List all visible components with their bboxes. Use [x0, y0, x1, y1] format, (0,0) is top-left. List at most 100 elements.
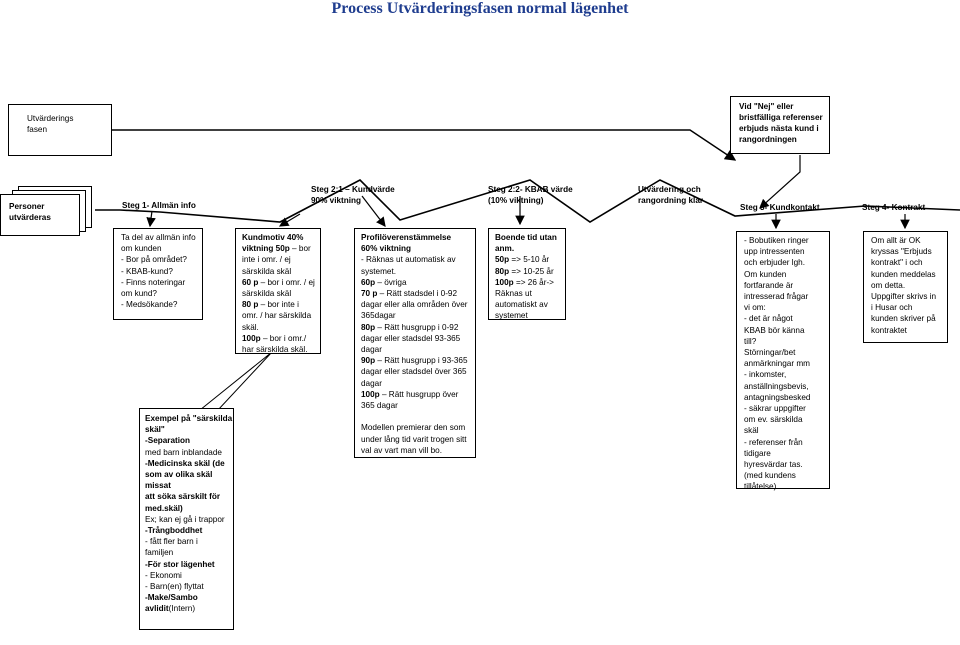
profil-line: 80p – Rätt husgrupp i 0-92: [361, 322, 468, 333]
profil-line: 60p – övriga: [361, 277, 468, 288]
profil-line: dagar: [361, 378, 468, 389]
callout-pointer: [198, 351, 273, 411]
kundmotiv-line-suffix: – bor: [289, 244, 311, 254]
kundmotiv-line-suffix: – bor i omr./: [260, 333, 307, 343]
profil-line: 90p – Rätt husgrupp i 93-365: [361, 355, 468, 366]
persons-box: Personer utvärderas: [0, 194, 80, 236]
exempel-line-text: avlidit: [145, 604, 169, 614]
profil-line-text: Modellen premierar den som: [361, 423, 466, 433]
kundmotiv-line: har särskilda skäl.: [242, 344, 315, 355]
reference-box: Vid "Nej" eller bristfälliga referenser …: [730, 96, 830, 154]
boende-line-text: systemet: [495, 311, 528, 321]
exempel-line-text: - Ekonomi: [145, 570, 182, 580]
exempel-line-text: - fått fler barn i: [145, 537, 198, 547]
exempel-line: med barn inblandade: [145, 447, 233, 458]
evaluation-label: Utvärdering och rangordning klar: [638, 185, 704, 205]
boende-line-text: 50p: [495, 255, 510, 265]
exempel-line-text: -Separation: [145, 436, 191, 446]
profil-line-text: 365dagar: [361, 311, 396, 321]
profil-line-text: val av vart man vill bo.: [361, 445, 442, 455]
boende-line-text: 100p: [495, 277, 514, 287]
profil-line-text: 60p: [361, 277, 376, 287]
profil-line-text: - Räknas ut automatisk av: [361, 255, 456, 265]
kundkontakt-box: - Bobutiken ringer upp intressenten och …: [736, 231, 830, 491]
profil-line-text: dagar eller stadsdel över 365: [361, 367, 467, 377]
profil-line: Profilöverenstämmelse: [361, 232, 468, 243]
kontrakt-box: Om allt är OK kryssas "Erbjuds kontrakt"…: [863, 231, 948, 343]
exempel-line: - fått fler barn i: [145, 536, 233, 547]
exempel-line-text: med.skäl): [145, 503, 183, 513]
kundmotiv-line: 80 p – bor inte i: [242, 299, 315, 310]
kundmotiv-line: särskilda skäl: [242, 266, 315, 277]
boende-line: anm.: [495, 243, 557, 254]
kundmotiv-line-text: viktning 50p: [242, 244, 290, 254]
exempel-line-text: - Barn(en) flyttat: [145, 582, 204, 592]
kundmotiv-line-text: Kundmotiv 40%: [242, 233, 304, 242]
boende-line-suffix: => 5-10 år: [509, 255, 550, 265]
boende-line: 100p => 26 år->: [495, 277, 557, 288]
profil-line-text: [361, 412, 363, 421]
kundmotiv-line: 100p – bor i omr./: [242, 333, 315, 344]
exempel-line-text: -För stor lägenhet: [145, 559, 215, 569]
example-callout-box: Exempel på "särskilda skäl"-Separation me…: [139, 408, 234, 630]
profil-line: systemet.: [361, 266, 468, 277]
profil-line: 365dagar: [361, 310, 468, 321]
exempel-line-text: som av olika skäl missat: [145, 470, 213, 491]
reference-arrow: [759, 155, 801, 209]
exempel-line: Exempel på "särskilda: [145, 413, 233, 424]
kundmotiv-line: omr. / har särskilda: [242, 310, 315, 321]
profil-line: [361, 411, 468, 422]
exempel-line: -Medicinska skäl (de: [145, 458, 233, 469]
profil-line-text: systemet.: [361, 266, 397, 276]
profil-line-text: 365 dagar: [361, 401, 398, 411]
kundmotiv-line-text: särskilda skäl: [242, 266, 292, 276]
page-title: Process Utvärderingsfasen normal lägenhe…: [331, 0, 629, 17]
boende-line-text: Räknas ut: [495, 289, 532, 299]
profil-line-text: dagar eller stadsdel 93-365: [361, 333, 461, 343]
exempel-line-text: -Make/Sambo: [145, 593, 198, 603]
kundmotiv-line: inte i omr. / ej: [242, 254, 315, 265]
kundmotiv-line-suffix: – bor inte i: [258, 300, 299, 310]
kundmotiv-line-text: inte i omr. / ej: [242, 255, 291, 265]
exempel-line-text: familjen: [145, 548, 174, 558]
profil-line-text: under lång tid varit trogen sitt: [361, 434, 467, 444]
boende-line: systemet: [495, 310, 557, 321]
kundmotiv-line-text: har särskilda skäl.: [242, 345, 308, 355]
boende-line: automatiskt av: [495, 299, 557, 310]
profil-line-text: Profilöverenstämmelse: [361, 233, 452, 242]
exempel-line-text: Exempel på "särskilda: [145, 414, 233, 423]
profil-line: - Räknas ut automatisk av: [361, 254, 468, 265]
exempel-line: -Make/Sambo: [145, 592, 233, 603]
boende-line-text: Boende tid utan: [495, 233, 557, 242]
profil-line: Modellen premierar den som: [361, 422, 468, 433]
boende-line-suffix: => 26 år->: [513, 277, 554, 287]
profil-line: under lång tid varit trogen sitt: [361, 434, 468, 445]
exempel-line: med.skäl): [145, 503, 233, 514]
profil-line: val av vart man vill bo.: [361, 445, 468, 456]
exempel-line: -Trångboddhet: [145, 525, 233, 536]
profil-line: 100p – Rätt husgrupp över: [361, 389, 468, 400]
kundmotiv-line-text: 100p: [242, 333, 261, 343]
step3-label: Steg 3- Kundkontakt: [740, 203, 820, 212]
profil-line-text: 60% viktning: [361, 244, 412, 254]
kundmotiv-line: särskilda skäl: [242, 288, 315, 299]
kundmotiv-line: viktning 50p – bor: [242, 243, 315, 254]
boende-line-text: anm.: [495, 244, 515, 254]
kundmotiv-line: skäl.: [242, 322, 315, 333]
profil-box: Profilöverenstämmelse 60% viktning- Räkna…: [354, 228, 476, 458]
exempel-line-text: skäl": [145, 425, 165, 435]
exempel-line-text: -Medicinska skäl (de: [145, 458, 225, 468]
exempel-line: avlidit(Intern): [145, 603, 233, 614]
profil-line-suffix: – övriga: [375, 277, 407, 287]
profil-line-suffix: – Rätt husgrupp i 93-365: [375, 356, 468, 366]
exempel-line-text: med barn inblandade: [145, 447, 222, 457]
profil-line-suffix: – Rätt stadsdel i 0-92: [377, 289, 458, 299]
profil-line: 60% viktning: [361, 243, 468, 254]
profil-line-text: 70 p: [361, 289, 378, 299]
exempel-line: skäl": [145, 424, 233, 435]
example-text: Exempel på "särskilda skäl"-Separation me…: [145, 413, 233, 615]
kundmotiv-line-text: särskilda skäl: [242, 289, 292, 299]
exempel-line-text: -Trångboddhet: [145, 526, 203, 536]
